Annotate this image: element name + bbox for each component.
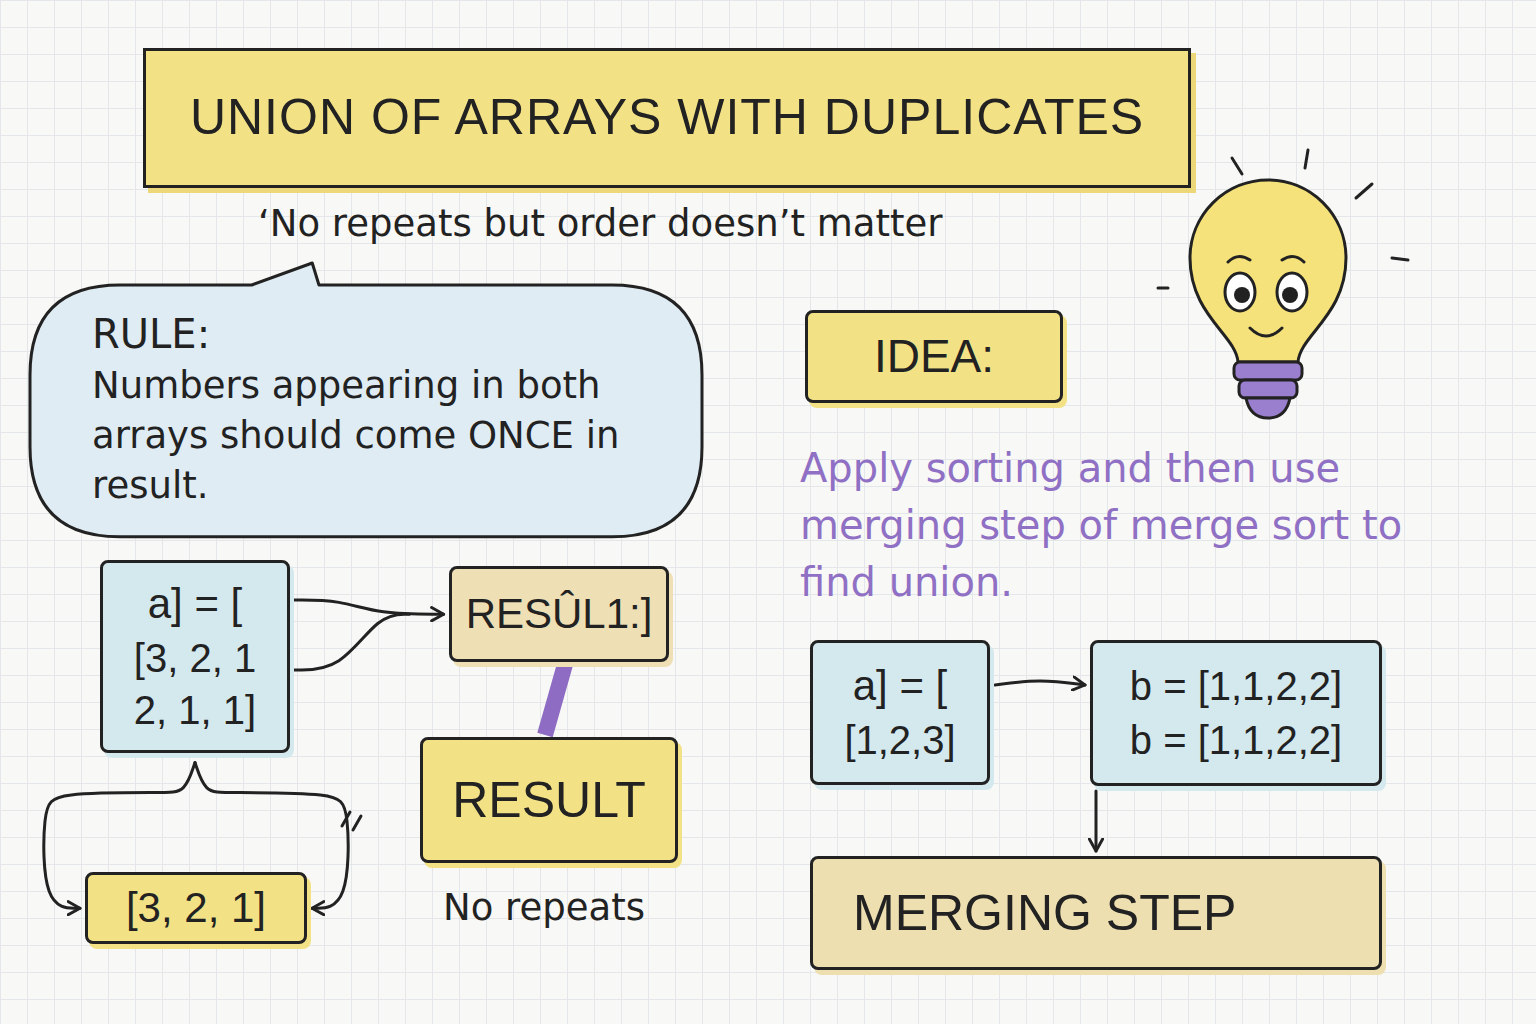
box-heading: MERGING STEP: [853, 883, 1339, 943]
connector-arrow: [995, 681, 1085, 685]
light-ray: [1232, 158, 1242, 174]
title-text: UNION OF ARRAYS WITH DUPLICATES: [190, 89, 1144, 147]
step-box: MERGING STEP: [810, 856, 1382, 970]
bulb-base: [1246, 398, 1290, 418]
speech-bubble: RULE:Numbers appearing in both arrays sh…: [30, 285, 702, 537]
merge-branch: [294, 614, 409, 670]
box-text: b = [1,1,2,2]: [1111, 713, 1361, 767]
box-heading: IDEA:: [832, 329, 1036, 384]
note-text: ‘No repeats but order doesn’t matter: [258, 202, 1218, 246]
box-heading: a] = [: [825, 659, 975, 714]
box-heading: a] = [: [113, 577, 277, 632]
box-heading: [3, 2, 1]: [104, 883, 288, 933]
array-box: a] = [[3, 2, 1 2, 1, 1]: [100, 560, 290, 753]
result-box: RESÛL1:]: [449, 566, 670, 662]
title-band: UNION OF ARRAYS WITH DUPLICATES: [143, 48, 1191, 188]
lightbulb-illustration: [1158, 150, 1408, 418]
box-heading: RULE:: [92, 307, 662, 361]
note-text: No repeats: [443, 886, 713, 930]
idea-note: Apply sorting and then use merging step …: [800, 440, 1490, 610]
box-heading: RESULT: [443, 770, 655, 830]
idea-box: IDEA:: [805, 310, 1063, 403]
bulb-brow: [1228, 256, 1250, 262]
bulb-eye: [1225, 273, 1255, 311]
box-text: [3, 2, 1 2, 1, 1]: [113, 632, 277, 736]
answer-box: [3, 2, 1]: [85, 872, 307, 944]
box-text: Numbers appearing in both arrays should …: [92, 361, 662, 511]
bulb-glass: [1190, 180, 1346, 362]
box-heading: b = [1,1,2,2]: [1111, 659, 1361, 713]
bulb-pupil: [1282, 287, 1298, 303]
bulb-base: [1234, 362, 1302, 380]
box-text: [1,2,3]: [825, 714, 975, 766]
light-ray: [1158, 287, 1168, 290]
bubble-outline: [30, 263, 702, 537]
bulb-smile: [1250, 328, 1282, 336]
box-heading: RESÛL1:]: [466, 589, 653, 639]
bulb-eye: [1277, 273, 1307, 311]
bulb-base: [1239, 380, 1297, 398]
tick-mark: [353, 816, 361, 830]
light-ray: [1356, 184, 1372, 198]
array-box: b = [1,1,2,2]b = [1,1,2,2]: [1090, 640, 1382, 786]
bulb-pupil: [1234, 287, 1250, 303]
connector-arrow: [294, 600, 444, 614]
array-box: a] = [[1,2,3]: [810, 640, 990, 785]
result-box: RESULT: [420, 737, 678, 863]
light-ray: [1392, 258, 1408, 260]
light-ray: [1305, 150, 1308, 168]
bulb-brow: [1282, 256, 1304, 262]
connector-arrow: [1095, 791, 1098, 851]
tape-strip: [545, 664, 565, 735]
